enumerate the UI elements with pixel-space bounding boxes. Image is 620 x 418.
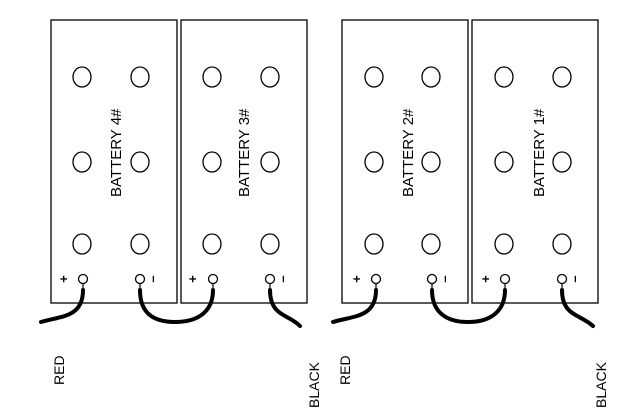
battery-1-positive-terminal — [499, 273, 511, 285]
battery-3-cell — [260, 233, 280, 255]
battery-2-cell — [421, 151, 441, 173]
battery-1-negative-terminal — [556, 273, 568, 285]
battery-2-minus-sign: – — [437, 275, 452, 282]
red-cable-right — [331, 288, 378, 324]
battery-1-cell — [552, 233, 572, 255]
battery-3-negative-terminal — [264, 273, 276, 285]
battery-1-cell — [552, 66, 572, 88]
battery-4-negative-terminal — [134, 273, 146, 285]
black-cable-right — [560, 288, 595, 328]
battery-1-cell — [494, 233, 514, 255]
battery-3-plus-sign: + — [185, 275, 200, 283]
battery-1-cell — [494, 66, 514, 88]
battery-2-cell — [421, 66, 441, 88]
right-black-label: BLACK — [593, 361, 609, 408]
battery-1-plus-sign: + — [478, 275, 493, 283]
battery-4-plus-sign: + — [56, 275, 71, 283]
battery-1-cell — [552, 151, 572, 173]
battery-1-minus-sign: – — [567, 275, 582, 282]
battery-3-positive-terminal — [207, 273, 219, 285]
battery-4-cell — [130, 66, 150, 88]
battery-2-cell — [364, 66, 384, 88]
right-red-label: RED — [337, 355, 353, 385]
battery-3-minus-sign: – — [275, 275, 290, 282]
battery-4-cell — [130, 151, 150, 173]
battery-2-cell — [364, 233, 384, 255]
battery-3: BATTERY 3# + – — [180, 19, 308, 304]
battery-4-cell — [72, 66, 92, 88]
jumper-cable-4-3 — [138, 288, 215, 325]
battery-4: BATTERY 4# + – — [50, 19, 178, 304]
battery-1-cell — [494, 151, 514, 173]
battery-4-case — [50, 19, 178, 304]
battery-4-minus-sign: – — [145, 275, 160, 282]
battery-3-cell — [202, 151, 222, 173]
battery-4-cell — [130, 233, 150, 255]
battery-4-positive-terminal — [77, 273, 89, 285]
jumper-cable-2-1 — [430, 288, 507, 325]
battery-4-cell — [72, 151, 92, 173]
battery-4-cell — [72, 233, 92, 255]
red-cable-left — [39, 288, 85, 324]
battery-2-cell — [421, 233, 441, 255]
battery-2-label: BATTERY 2# — [400, 108, 417, 197]
battery-3-cell — [260, 151, 280, 173]
battery-3-case — [180, 19, 308, 304]
battery-2: BATTERY 2# + – — [341, 19, 469, 304]
battery-1: BATTERY 1# + – — [471, 19, 599, 304]
battery-1-case — [471, 19, 599, 304]
battery-3-cell — [202, 66, 222, 88]
left-black-label: BLACK — [306, 361, 322, 408]
battery-2-positive-terminal — [370, 273, 382, 285]
battery-4-label: BATTERY 4# — [108, 108, 125, 197]
battery-3-label: BATTERY 3# — [236, 108, 253, 197]
battery-2-negative-terminal — [426, 273, 438, 285]
battery-2-case — [341, 19, 469, 304]
battery-1-label: BATTERY 1# — [531, 108, 548, 197]
left-red-label: RED — [51, 355, 67, 385]
cables — [39, 288, 595, 328]
battery-2-cell — [364, 151, 384, 173]
black-cable-left — [268, 288, 302, 328]
battery-3-cell — [260, 66, 280, 88]
battery-3-cell — [202, 233, 222, 255]
battery-2-plus-sign: + — [349, 275, 364, 283]
